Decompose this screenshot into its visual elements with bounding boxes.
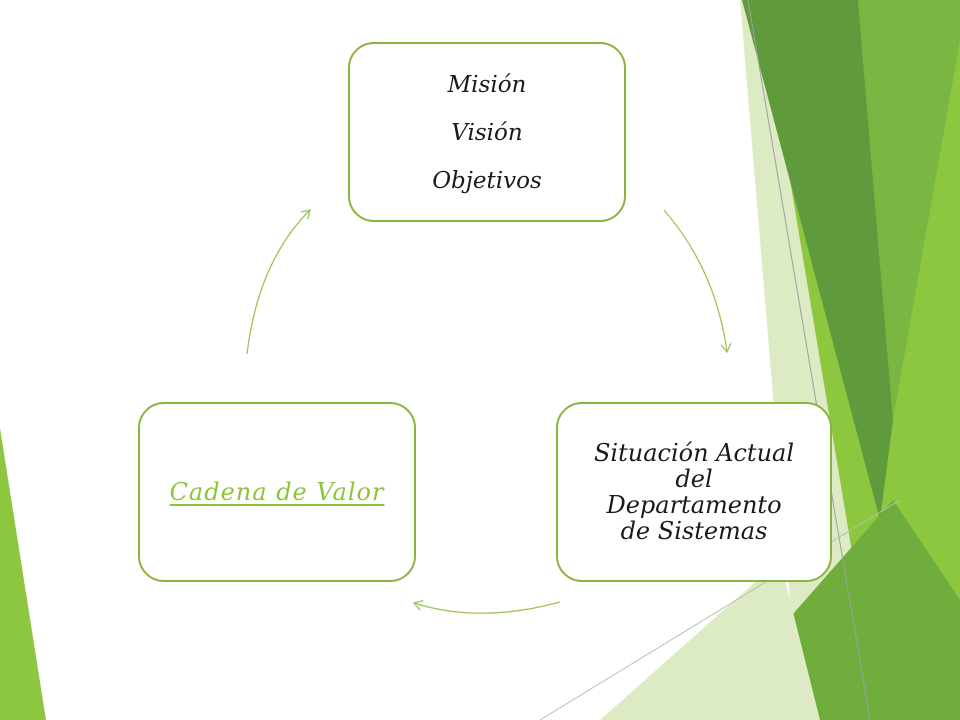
node-line-sistemas: de Sistemas <box>620 517 768 545</box>
arrow-mision-to-situacion <box>663 209 732 354</box>
right-dark-shape <box>742 0 893 520</box>
node-situacion-actual: Situación Actual del Departamento de Sis… <box>556 402 832 582</box>
bottom-pale-shape <box>600 560 820 720</box>
node-line-mision: Misión <box>447 72 527 98</box>
node-cadena-de-valor: Cadena de Valor <box>138 402 416 582</box>
node-line-vision: Visión <box>451 120 523 146</box>
right-mid-shape <box>858 0 960 420</box>
node-mision-vision-objetivos: Misión Visión Objetivos <box>348 42 626 222</box>
left-green-strip <box>0 428 46 720</box>
cadena-de-valor-link[interactable]: Cadena de Valor <box>169 478 385 506</box>
arrow-situacion-to-cadena <box>412 600 561 614</box>
thin-line-bottom <box>539 499 901 720</box>
node-line-del: del <box>675 465 713 493</box>
node-line-objetivos: Objetivos <box>432 168 542 194</box>
thin-diagonal-line <box>747 0 871 720</box>
node-line-situacion: Situación Actual <box>593 439 795 467</box>
arrow-cadena-to-mision <box>246 209 311 355</box>
node-line-departamento: Departamento <box>606 491 782 519</box>
